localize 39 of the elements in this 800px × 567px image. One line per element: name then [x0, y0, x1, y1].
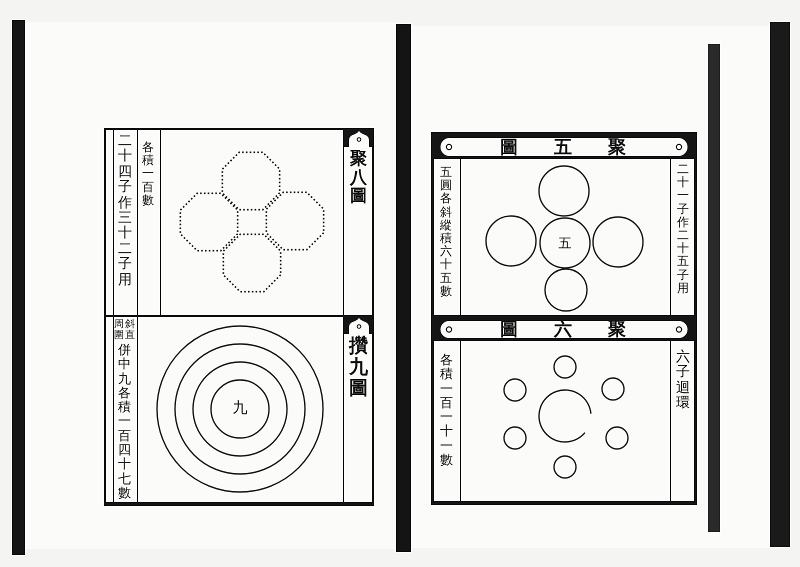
small-circle: [503, 378, 527, 402]
vertical-title: 攢九圖: [349, 337, 368, 400]
title-tab: [343, 130, 374, 315]
small-note: 斜直周圍: [114, 319, 135, 341]
title-tab: [343, 317, 374, 502]
dotted-octagon: [219, 149, 283, 213]
circle: [544, 268, 588, 312]
table-panel: [431, 132, 697, 315]
vertical-title: 聚八圖: [350, 150, 367, 206]
table-panel: [431, 315, 697, 505]
dotted-octagon: [177, 190, 241, 254]
title-band: [434, 135, 694, 159]
vertical-caption: 二十一子作二十五子用: [677, 163, 689, 295]
ring: [174, 343, 306, 475]
vertical-caption: 各積一百一十一數: [440, 353, 453, 468]
small-circle: [503, 426, 527, 450]
circle: [485, 215, 537, 267]
circle: [592, 216, 644, 268]
numeral: 九: [232, 402, 248, 416]
small-circle: [601, 377, 625, 401]
table-panel: [104, 315, 374, 506]
ring: [192, 361, 288, 457]
vertical-caption: 六子迴環: [676, 350, 690, 412]
circle: [538, 165, 590, 217]
vertical-caption: 併中九各積一百四十七數: [118, 343, 131, 500]
table-panel: [104, 128, 374, 315]
vertical-caption: 二十四子作三十二子用: [118, 134, 132, 288]
small-circle: [553, 455, 577, 479]
small-circle: [605, 426, 629, 450]
ring: [210, 379, 270, 439]
vertical-caption: 五圓各斜縱積六十五數: [440, 166, 452, 298]
dotted-octagon: [263, 189, 327, 253]
title-band: [434, 318, 694, 341]
circle: [539, 217, 591, 269]
small-circle: [553, 355, 577, 379]
vertical-caption: 各積一百數: [142, 141, 154, 207]
numeral: 五: [558, 236, 572, 250]
dotted-octagon: [220, 231, 284, 295]
ring: [156, 325, 324, 493]
